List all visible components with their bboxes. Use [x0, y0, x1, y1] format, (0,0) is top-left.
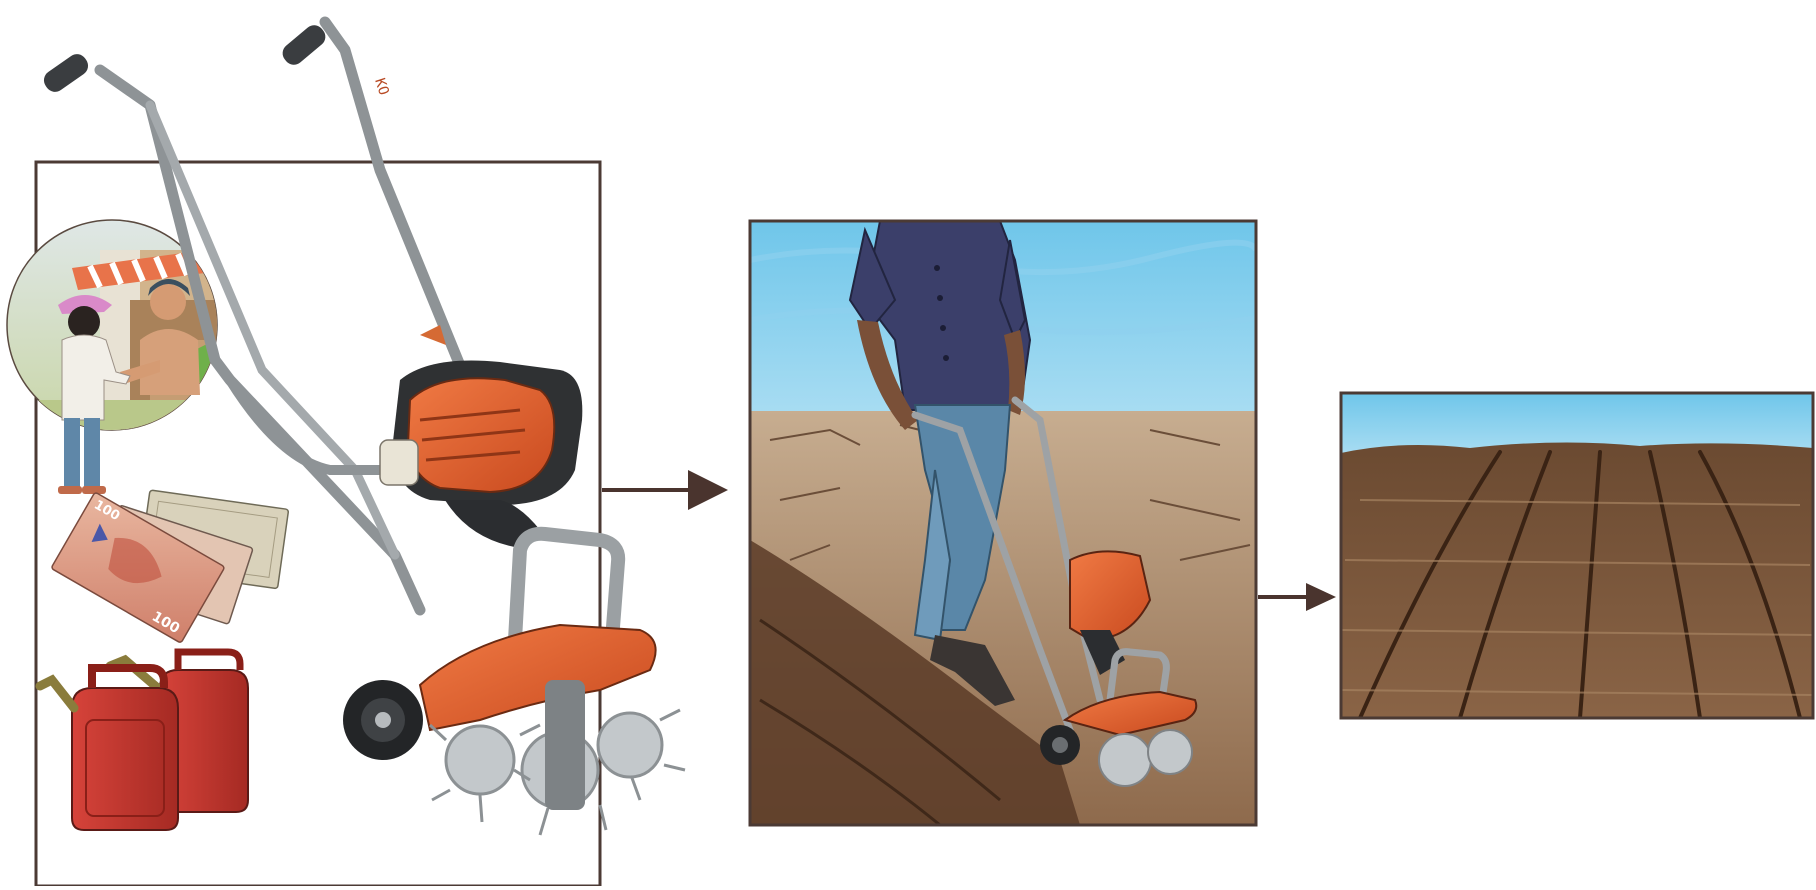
tilled-furrow [750, 540, 1080, 825]
arrow-purchase-to-tilling [602, 470, 728, 510]
tiller-in-use [911, 396, 1198, 787]
customer-figure [58, 295, 131, 494]
shopkeeper-figure [120, 279, 200, 395]
tiller-engine [379, 325, 583, 548]
panel-tilling [748, 219, 1258, 827]
fuel-cans [35, 648, 249, 831]
arrow-tilling-to-field [1258, 583, 1336, 611]
farmer-figure [848, 221, 1032, 706]
tiller-shield [418, 623, 657, 732]
panel-plowed-field-frame [1339, 391, 1815, 720]
plowed-soil [1341, 442, 1813, 718]
shop-vignette [6, 219, 218, 494]
tiller-brand-decal: KO [371, 76, 391, 97]
banknotes: 100 100 [51, 489, 289, 643]
fuel-can-front [35, 664, 179, 831]
furrow-rows [1358, 450, 1802, 718]
tiller-wheel [343, 680, 423, 760]
tiller-machine: KO [43, 16, 686, 836]
left-grip [43, 54, 89, 92]
panel-tilling-frame [748, 219, 1258, 827]
panel-plowed-field [1339, 391, 1815, 720]
right-grip [282, 25, 326, 65]
panel-purchase: 100 100 [6, 16, 686, 888]
